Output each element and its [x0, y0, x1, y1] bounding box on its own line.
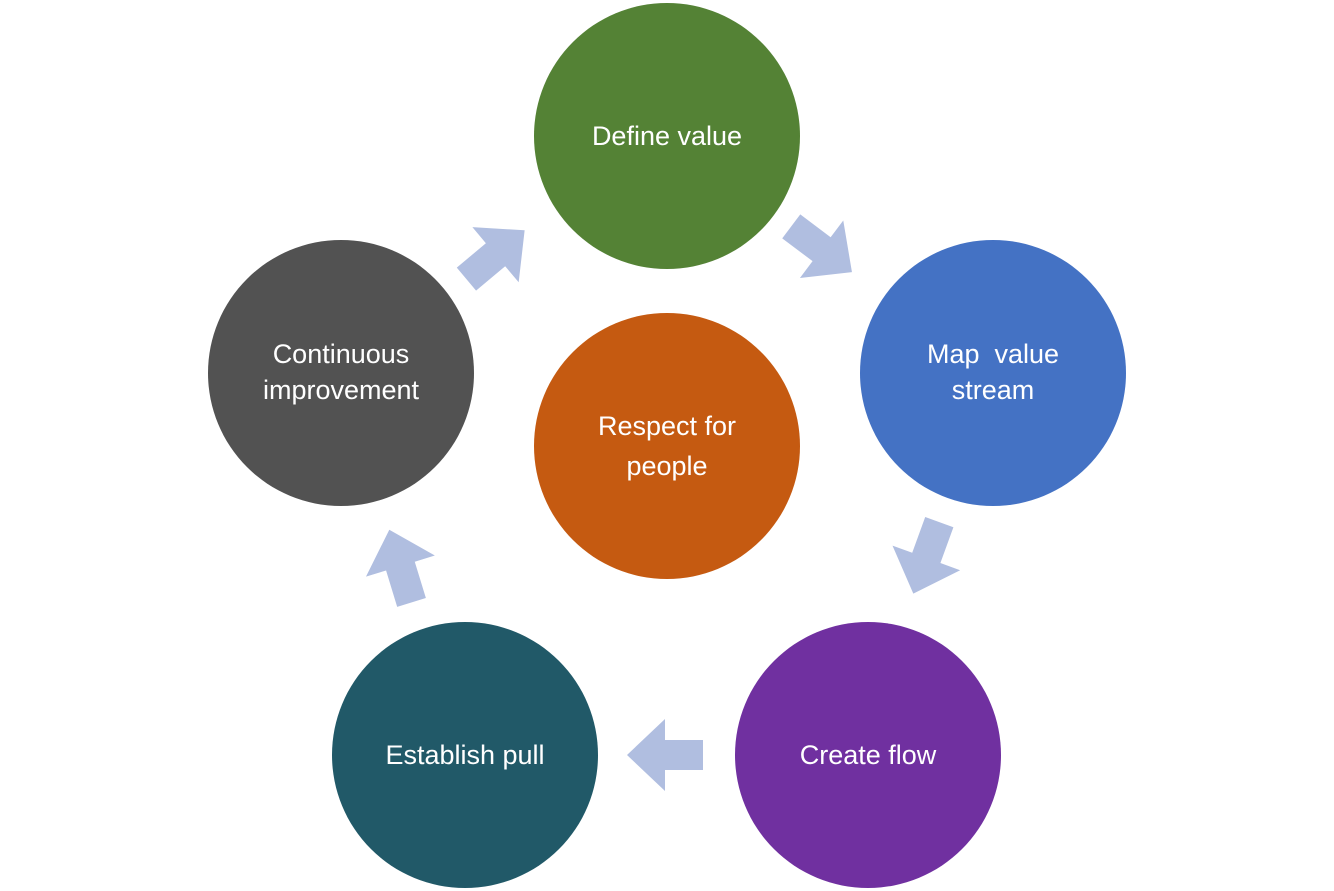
- arrow-pull-to-continuous: [365, 529, 435, 607]
- node-continuous-improvement: Continuous improvement: [208, 240, 474, 506]
- node-establish-pull: Establish pull: [332, 622, 598, 888]
- node-define-value-label: Define value: [592, 121, 742, 151]
- node-respect-for-people: Respect for people: [534, 313, 800, 579]
- cycle-arrows: [365, 214, 961, 791]
- arrow-map-to-flow: [892, 517, 961, 594]
- node-establish-pull-circle: [332, 622, 598, 888]
- node-continuous-improvement-label-line-2: improvement: [263, 375, 420, 405]
- node-continuous-improvement-circle: [208, 240, 474, 506]
- node-map-value-stream-label-line-1: Map value: [927, 339, 1059, 369]
- node-create-flow-circle: [735, 622, 1001, 888]
- node-create-flow: Create flow: [735, 622, 1001, 888]
- arrow-define-to-map: [782, 214, 852, 278]
- node-continuous-improvement-label-line-1: Continuous: [273, 339, 410, 369]
- node-create-flow-label: Create flow: [800, 740, 937, 770]
- arrow-flow-to-pull: [627, 719, 703, 791]
- arrow-continuous-to-define: [456, 227, 525, 291]
- node-respect-for-people-circle: [534, 313, 800, 579]
- node-respect-for-people-label-line-2: people: [626, 451, 707, 481]
- node-define-value: Define value: [534, 3, 800, 269]
- node-map-value-stream: Map value stream: [860, 240, 1126, 506]
- node-define-value-circle: [534, 3, 800, 269]
- node-map-value-stream-label-line-2: stream: [952, 375, 1035, 405]
- node-map-value-stream-circle: [860, 240, 1126, 506]
- node-respect-for-people-label-line-1: Respect for: [598, 411, 736, 441]
- node-establish-pull-label: Establish pull: [385, 740, 544, 770]
